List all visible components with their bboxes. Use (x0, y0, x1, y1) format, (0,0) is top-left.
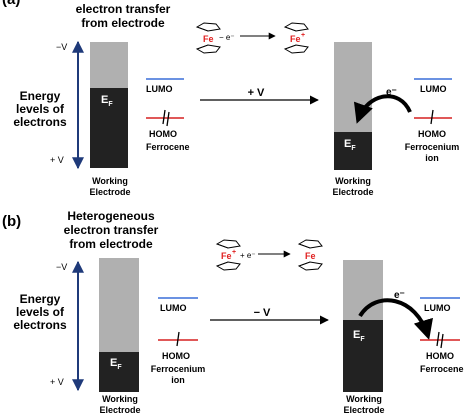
panel-b: (b) Heterogeneous electron transfer from… (2, 209, 464, 414)
panel-b-reaction: Fe + + e⁻ Fe (216, 239, 323, 271)
applied-voltage-label: + V (248, 87, 265, 99)
electron-spin-up-icon-b (436, 331, 440, 347)
panel-b-title-line2: electron transfer (64, 223, 159, 237)
axis-bottom-label-b: + V (50, 377, 64, 387)
fermi-level-label-b-shifted: EF (353, 329, 365, 343)
applied-voltage-label-b: − V (254, 307, 271, 319)
panel-b-label: (b) (2, 213, 21, 230)
fermi-level-label-shifted: EF (344, 138, 356, 152)
electrode-label-shifted-2: Electrode (332, 187, 373, 197)
lumo-label-right: LUMO (420, 84, 447, 94)
electrode-label-b-1: Working (102, 394, 138, 404)
iron-label: Fe (203, 34, 214, 44)
iron-ion-label: Fe (290, 34, 301, 44)
energy-label-b-2: levels of (16, 305, 65, 319)
electrode-empty-states (90, 42, 128, 88)
homo-label-right: HOMO (418, 129, 446, 139)
iron-ion-charge: + (301, 32, 305, 39)
iron-ion-charge-b: + (232, 249, 236, 256)
homo-label: HOMO (149, 129, 177, 139)
electrode-label-1: Working (92, 176, 128, 186)
electron-transfer-arrow (353, 94, 412, 124)
electrode-label-b-shifted-2: Electrode (343, 405, 384, 414)
electrode-empty-states-shifted (334, 42, 372, 132)
molecule-name: Ferrocene (146, 142, 190, 152)
molecule-name-b-2: ion (171, 375, 185, 385)
lumo-label-b-right: LUMO (424, 303, 451, 313)
electron-spin-down-icon-b (440, 333, 444, 349)
electrode-filled-states-shifted (334, 132, 372, 170)
electrode-filled-states (90, 88, 128, 168)
electrode-label-b-2: Electrode (99, 405, 140, 414)
electrode-filled-states-b (99, 352, 139, 392)
energy-label-3: electrons (13, 115, 67, 129)
panel-a: (a) electron transfer from electrode Fe … (2, 0, 459, 197)
molecule-name-right-2: ion (425, 153, 439, 163)
electron-label-b: e⁻ (394, 290, 405, 301)
axis-top-label-b: −V (56, 262, 67, 272)
energy-label-1: Energy (20, 89, 61, 103)
axis-bottom-label: + V (50, 155, 64, 165)
electrode-empty-states-b (99, 258, 139, 352)
electrode-filled-states-b-shifted (343, 320, 383, 392)
electron-spin-down-icon (166, 111, 170, 127)
lumo-label-b: LUMO (160, 303, 187, 313)
panel-a-reaction: Fe − e⁻ Fe + (196, 22, 309, 54)
molecule-name-b-right: Ferrocene (420, 364, 464, 374)
panel-b-title-line1: Heterogeneous (67, 209, 155, 223)
axis-top-label: −V (56, 42, 67, 52)
fermi-level-label-b: EF (110, 357, 122, 371)
electrode-label-shifted-1: Working (335, 176, 371, 186)
energy-label-b-1: Energy (20, 292, 61, 306)
molecule-name-right-1: Ferrocenium (405, 142, 460, 152)
electron-single-spin-icon (430, 109, 434, 125)
panel-a-label: (a) (2, 0, 20, 8)
electron-label: e⁻ (386, 87, 397, 98)
homo-label-b-right: HOMO (426, 351, 454, 361)
electron-single-spin-icon-b (176, 331, 180, 347)
lumo-label: LUMO (146, 84, 173, 94)
panel-a-title-line1: electron transfer (76, 2, 171, 16)
homo-label-b: HOMO (162, 351, 190, 361)
iron-ion-label-b: Fe (221, 251, 232, 261)
electrode-label-2: Electrode (89, 187, 130, 197)
iron-label-b: Fe (305, 251, 316, 261)
fermi-level-label: EF (101, 94, 113, 108)
panel-a-title-line2: from electrode (81, 16, 165, 30)
reaction-electron-gain: + e⁻ (240, 251, 256, 260)
panel-b-title-line3: from electrode (69, 237, 153, 251)
energy-label-b-3: electrons (13, 318, 67, 332)
electrode-label-b-shifted-1: Working (346, 394, 382, 404)
reaction-electron-loss: − e⁻ (219, 33, 235, 42)
molecule-name-b-1: Ferrocenium (151, 364, 206, 374)
electron-transfer-arrow-b (358, 298, 433, 340)
electron-spin-up-icon (162, 109, 166, 125)
energy-label-2: levels of (16, 102, 65, 116)
